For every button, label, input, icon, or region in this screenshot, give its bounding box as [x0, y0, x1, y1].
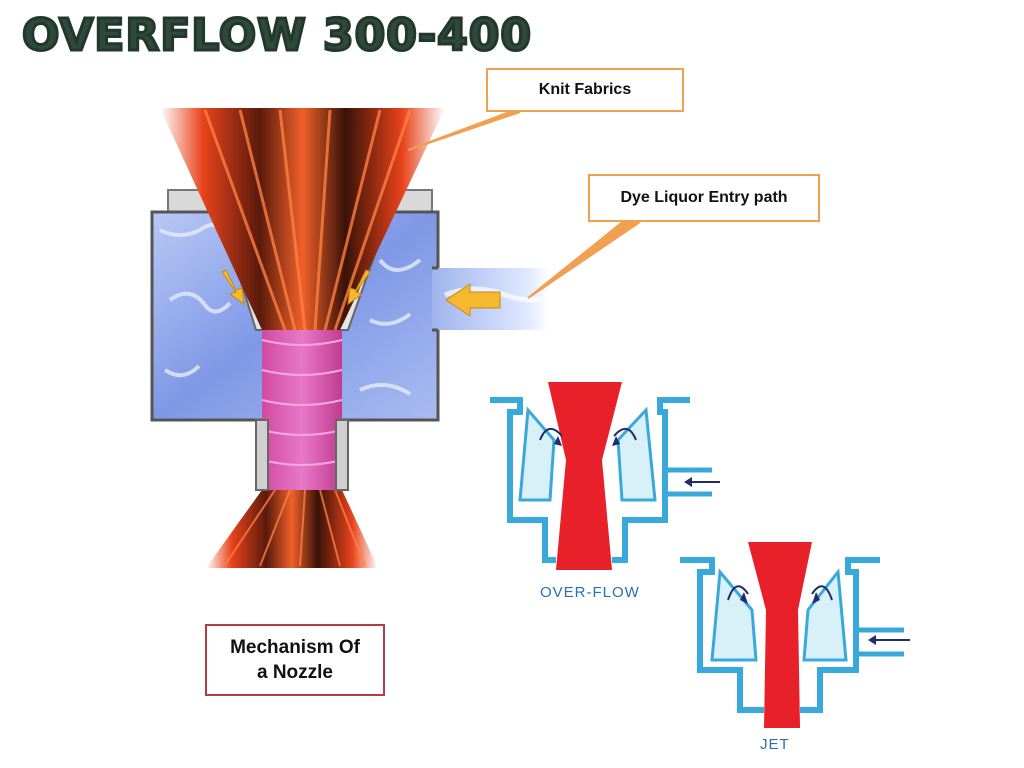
callout-leaders	[407, 109, 641, 299]
nozzle-outlet	[255, 419, 349, 491]
knit-fabrics-label: Knit Fabrics	[538, 81, 632, 98]
overflow-label: OVER-FLOW	[540, 584, 640, 601]
knit-fabric-bundle	[160, 108, 445, 568]
mechanism-label-line2: a Nozzle	[256, 662, 334, 683]
jet-schematic	[680, 542, 910, 728]
dye-liquor-label: Dye Liquor Entry path	[620, 189, 788, 206]
mechanism-label-box: Mechanism Of a Nozzle	[205, 624, 385, 696]
page-title: OVERFLOW 300-400	[21, 9, 533, 63]
overflow-schematic	[490, 382, 720, 570]
jet-label: JET	[760, 736, 790, 753]
knit-fabrics-callout: Knit Fabrics	[486, 68, 684, 112]
flow-arrows	[221, 269, 501, 317]
mechanism-label-line1: Mechanism Of	[230, 637, 360, 658]
dye-liquor-callout: Dye Liquor Entry path	[588, 174, 820, 222]
